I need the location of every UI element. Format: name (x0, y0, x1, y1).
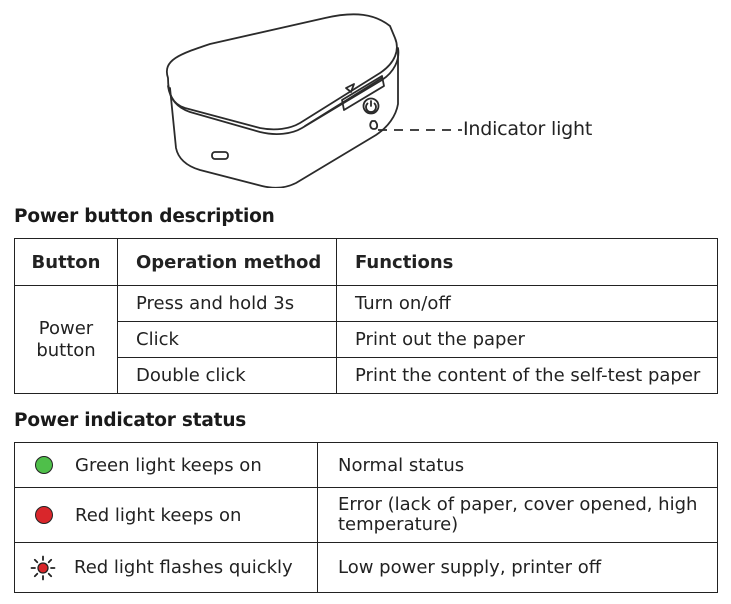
header-functions: Functions (336, 238, 718, 286)
meaning-cell: Error (lack of paper, cover opened, high… (317, 487, 718, 543)
table-row: Green light keeps on Normal status (14, 442, 718, 488)
status-cell: Green light keeps on (14, 442, 318, 488)
power-indicator-section-title: Power indicator status (14, 410, 247, 431)
table-row: Double click Print the content of the se… (15, 357, 718, 394)
indicator-light-label: Indicator light (463, 118, 593, 140)
method-cell: Double click (117, 357, 337, 394)
status-cell: Red light flashes quickly (14, 542, 318, 593)
table-row: Red light keeps on Error (lack of paper,… (14, 487, 718, 543)
status-label: Red light flashes quickly (74, 557, 293, 578)
power-button-table: Button Operation method Functions Power … (14, 238, 718, 394)
method-cell: Click (117, 321, 337, 358)
power-button-section-title: Power button description (14, 206, 275, 227)
table-header-row: Button Operation method Functions (14, 238, 718, 286)
function-cell: Print the content of the self-test paper (336, 357, 718, 394)
red-flash-icon (30, 555, 56, 580)
method-cell: Press and hold 3s (117, 285, 337, 322)
power-indicator-table: Green light keeps on Normal status Red l… (14, 442, 718, 593)
status-label: Red light keeps on (75, 504, 242, 526)
function-cell: Turn on/off (336, 285, 718, 322)
green-dot-icon (35, 456, 53, 474)
red-dot-icon (35, 506, 53, 524)
meaning-cell: Normal status (317, 442, 718, 488)
power-button-cell: Power button (14, 285, 118, 394)
table-row: Power button Press and hold 3s Turn on/o… (14, 285, 718, 394)
table-row: Red light flashes quickly Low power supp… (14, 542, 718, 593)
header-operation-method: Operation method (117, 238, 337, 286)
function-cell: Print out the paper (336, 321, 718, 358)
status-cell: Red light keeps on (14, 487, 318, 543)
printer-illustration (150, 8, 620, 188)
printer-drawing (165, 13, 462, 188)
header-button: Button (14, 238, 118, 286)
status-label: Green light keeps on (75, 454, 262, 476)
meaning-cell: Low power supply, printer off (317, 542, 718, 593)
table-row: Click Print out the paper (15, 321, 718, 358)
